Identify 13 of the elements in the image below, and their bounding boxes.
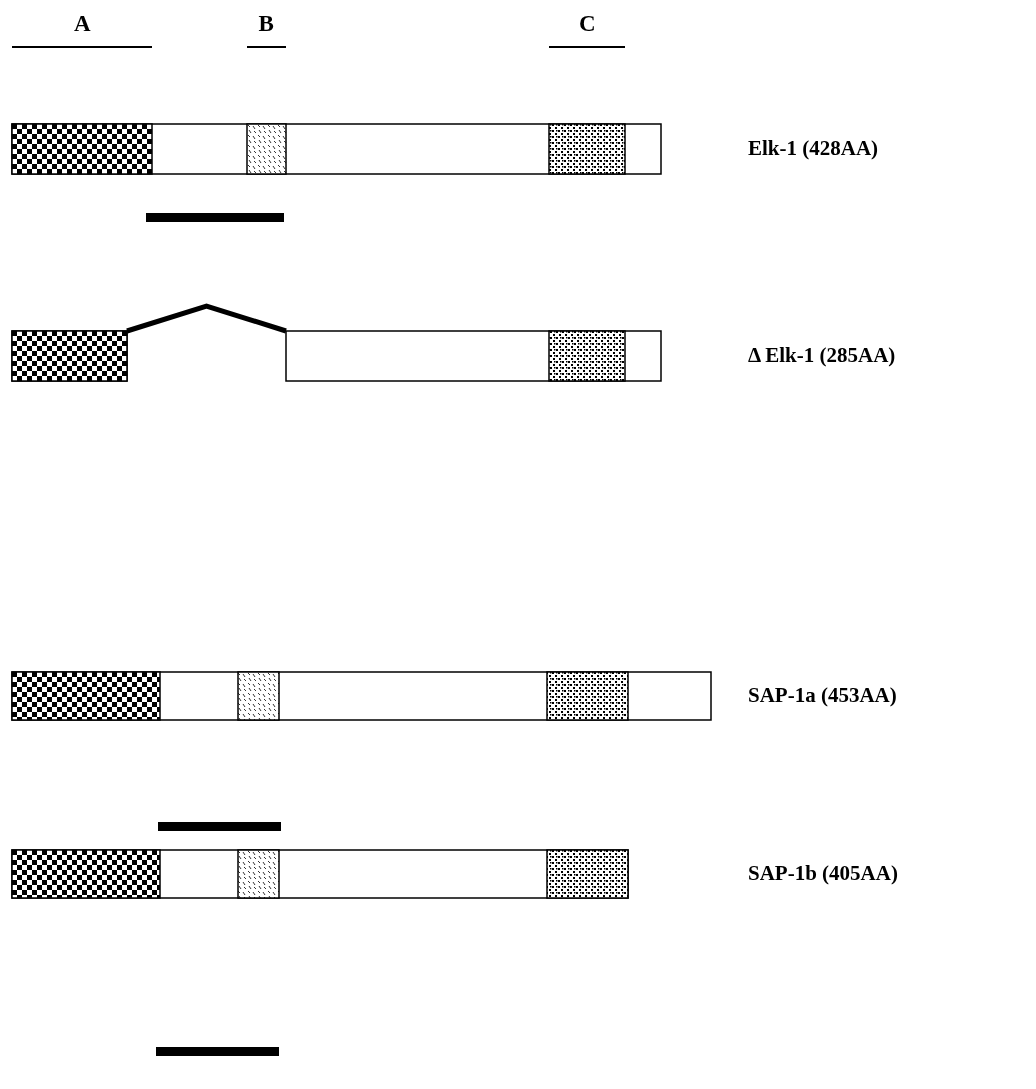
region-letter: B — [258, 12, 274, 35]
protein-domain-bar — [12, 124, 661, 174]
protein-domain-bar — [286, 331, 661, 381]
protein-label: Δ Elk-1 (285AA) — [748, 345, 896, 366]
protein-label: SAP-1b (405AA) — [748, 863, 898, 884]
region-letter: A — [74, 12, 91, 35]
protein-domain-bar — [12, 850, 628, 898]
protein-label: Elk-1 (428AA) — [748, 138, 879, 159]
protein-domain-bar — [12, 331, 127, 381]
protein-domain-bar — [12, 672, 711, 720]
protein-label: SAP-1a (453AA) — [748, 685, 897, 706]
deletion-line — [126, 303, 287, 334]
region-letter: C — [579, 12, 596, 35]
